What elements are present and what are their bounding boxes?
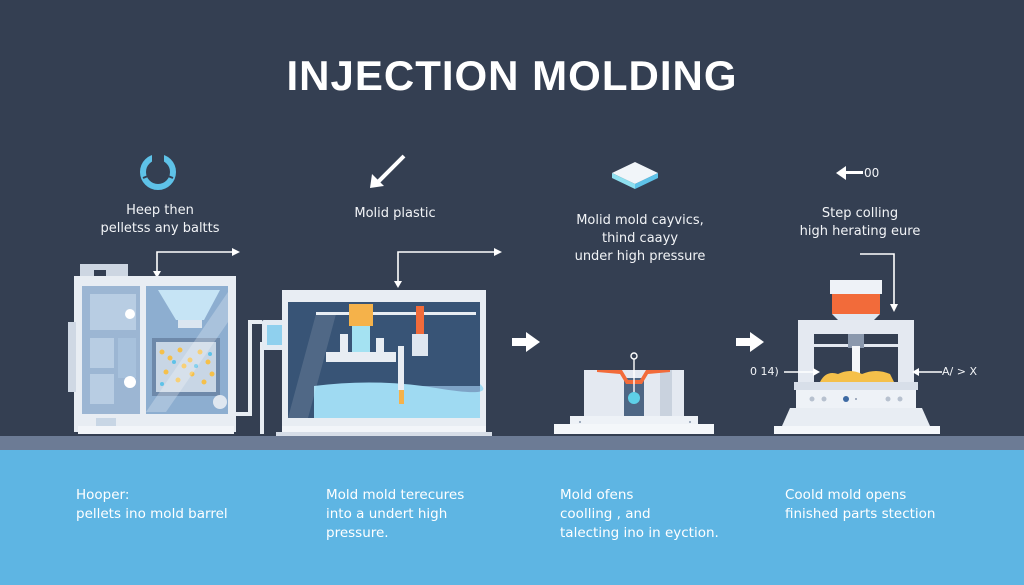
press-label-left: 0 14) bbox=[750, 365, 779, 378]
press-pointer-right bbox=[912, 368, 942, 376]
connector-arrow-2 bbox=[394, 248, 502, 288]
step-2-description: Mold mold terecures into a undert high p… bbox=[326, 486, 464, 543]
caption-line: thind caayy bbox=[601, 231, 679, 246]
step-3-description: Mold ofens coolling , and talecting ino … bbox=[560, 486, 719, 543]
press-label-right: A/ > X bbox=[942, 365, 977, 378]
description-line: pellets ino mold barrel bbox=[76, 506, 228, 522]
arrow-down-left-icon bbox=[370, 154, 406, 188]
caption-line: Step colling bbox=[821, 206, 899, 221]
description-line: Coold mold opens bbox=[785, 487, 907, 503]
flow-arrow-right-1 bbox=[512, 332, 540, 352]
cycle-icon bbox=[140, 154, 176, 190]
caption-line: Heep then bbox=[126, 203, 194, 218]
caption-line: Molid plastic bbox=[354, 206, 436, 221]
arrow-left-icon bbox=[836, 166, 863, 180]
hopper-machine-illustration bbox=[68, 264, 262, 434]
caption-line: under high pressure bbox=[574, 249, 706, 264]
description-banner bbox=[0, 450, 1024, 585]
description-line: pressure. bbox=[326, 525, 389, 541]
step-4-description: Coold mold opens finished parts stection bbox=[785, 486, 936, 524]
mold-block-icon bbox=[612, 162, 658, 189]
step-2-caption: Molid plastic bbox=[320, 205, 470, 223]
description-line: talecting ino in eyction. bbox=[560, 525, 719, 541]
connector-arrow-4 bbox=[860, 253, 898, 312]
mold-cavity-illustration bbox=[554, 352, 714, 434]
step-3-caption: Molid mold cayvics, thind caayy under hi… bbox=[555, 212, 725, 266]
description-line: coolling , and bbox=[560, 506, 651, 522]
description-line: Hooper: bbox=[76, 487, 130, 503]
description-line: Mold mold terecures bbox=[326, 487, 465, 503]
step-4-caption: Step colling high herating eure bbox=[785, 205, 935, 241]
flow-arrow-right-2 bbox=[736, 332, 764, 352]
description-line: finished parts stection bbox=[785, 506, 936, 522]
description-line: into a undert high bbox=[326, 506, 448, 522]
ejection-press-illustration bbox=[774, 280, 940, 434]
caption-line: Molid mold cayvics, bbox=[576, 213, 704, 228]
caption-line: pelletss any baltts bbox=[100, 221, 220, 236]
step-1-caption: Heep then pelletss any baltts bbox=[80, 202, 240, 238]
page-title: INJECTION MOLDING bbox=[286, 52, 738, 99]
step-1-description: Hooper: pellets ino mold barrel bbox=[76, 486, 228, 524]
arrow-left-label: 00 bbox=[864, 166, 880, 180]
injection-machine-illustration bbox=[260, 290, 492, 436]
floor-strip bbox=[0, 436, 1024, 450]
description-line: Mold ofens bbox=[560, 487, 634, 503]
press-pointer-left bbox=[784, 368, 820, 376]
connector-arrow-1 bbox=[153, 248, 240, 278]
caption-line: high herating eure bbox=[799, 224, 921, 239]
